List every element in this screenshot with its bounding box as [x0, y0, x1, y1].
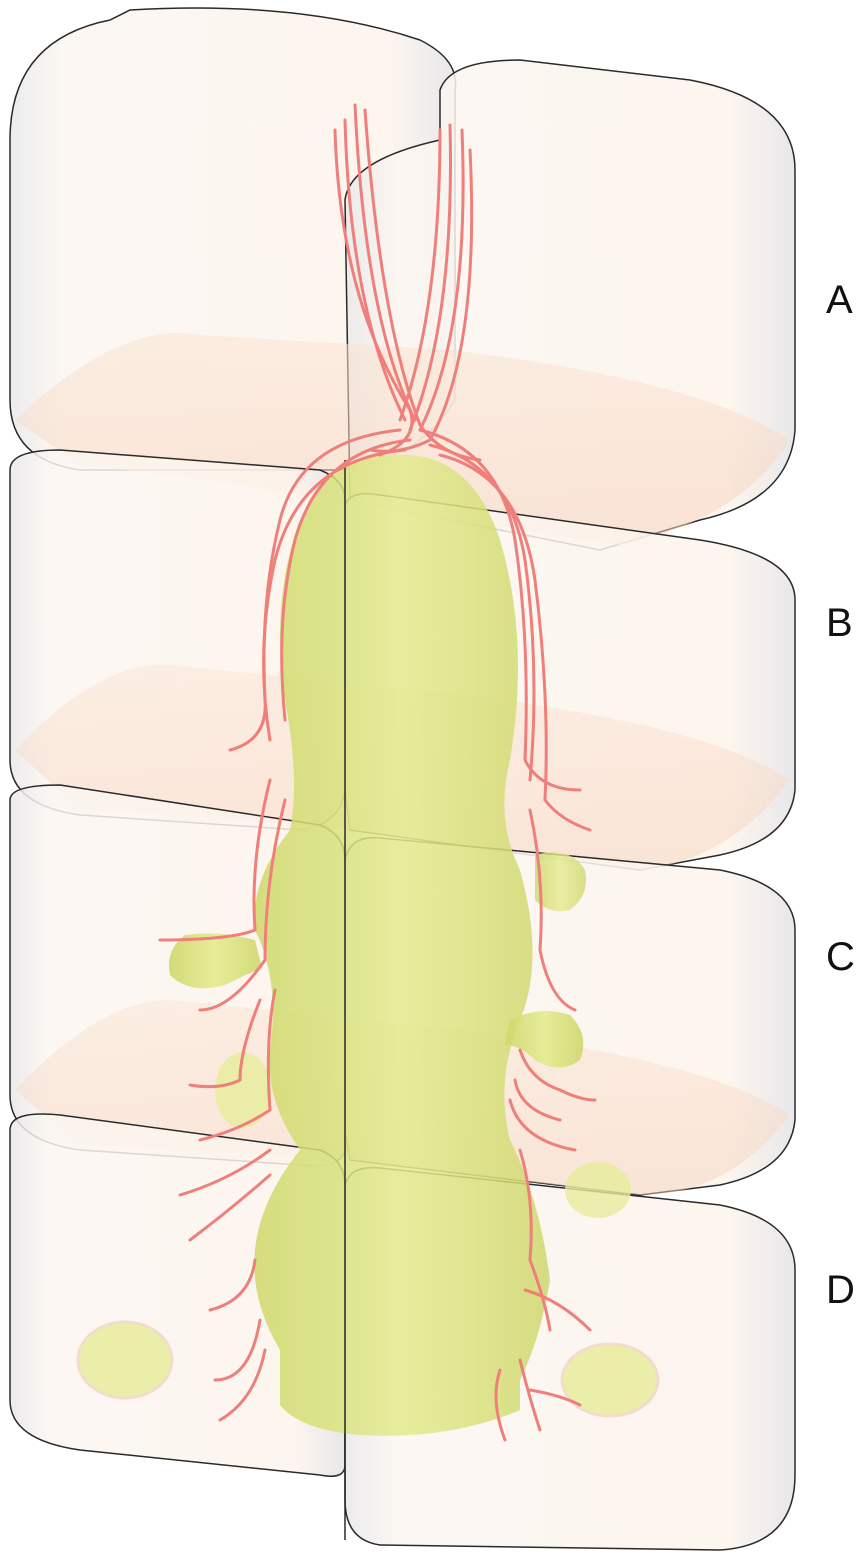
granule-free-3 — [565, 1162, 631, 1218]
stage-label-c: C — [826, 935, 855, 979]
granule-free-2 — [78, 1322, 172, 1398]
granule-free-4 — [562, 1344, 658, 1416]
granule-free-1 — [215, 1052, 271, 1128]
stage-label-a: A — [826, 278, 853, 322]
stage-label-b: B — [826, 601, 853, 645]
granule-tube — [254, 455, 550, 1436]
stage-label-d: D — [826, 1268, 855, 1312]
